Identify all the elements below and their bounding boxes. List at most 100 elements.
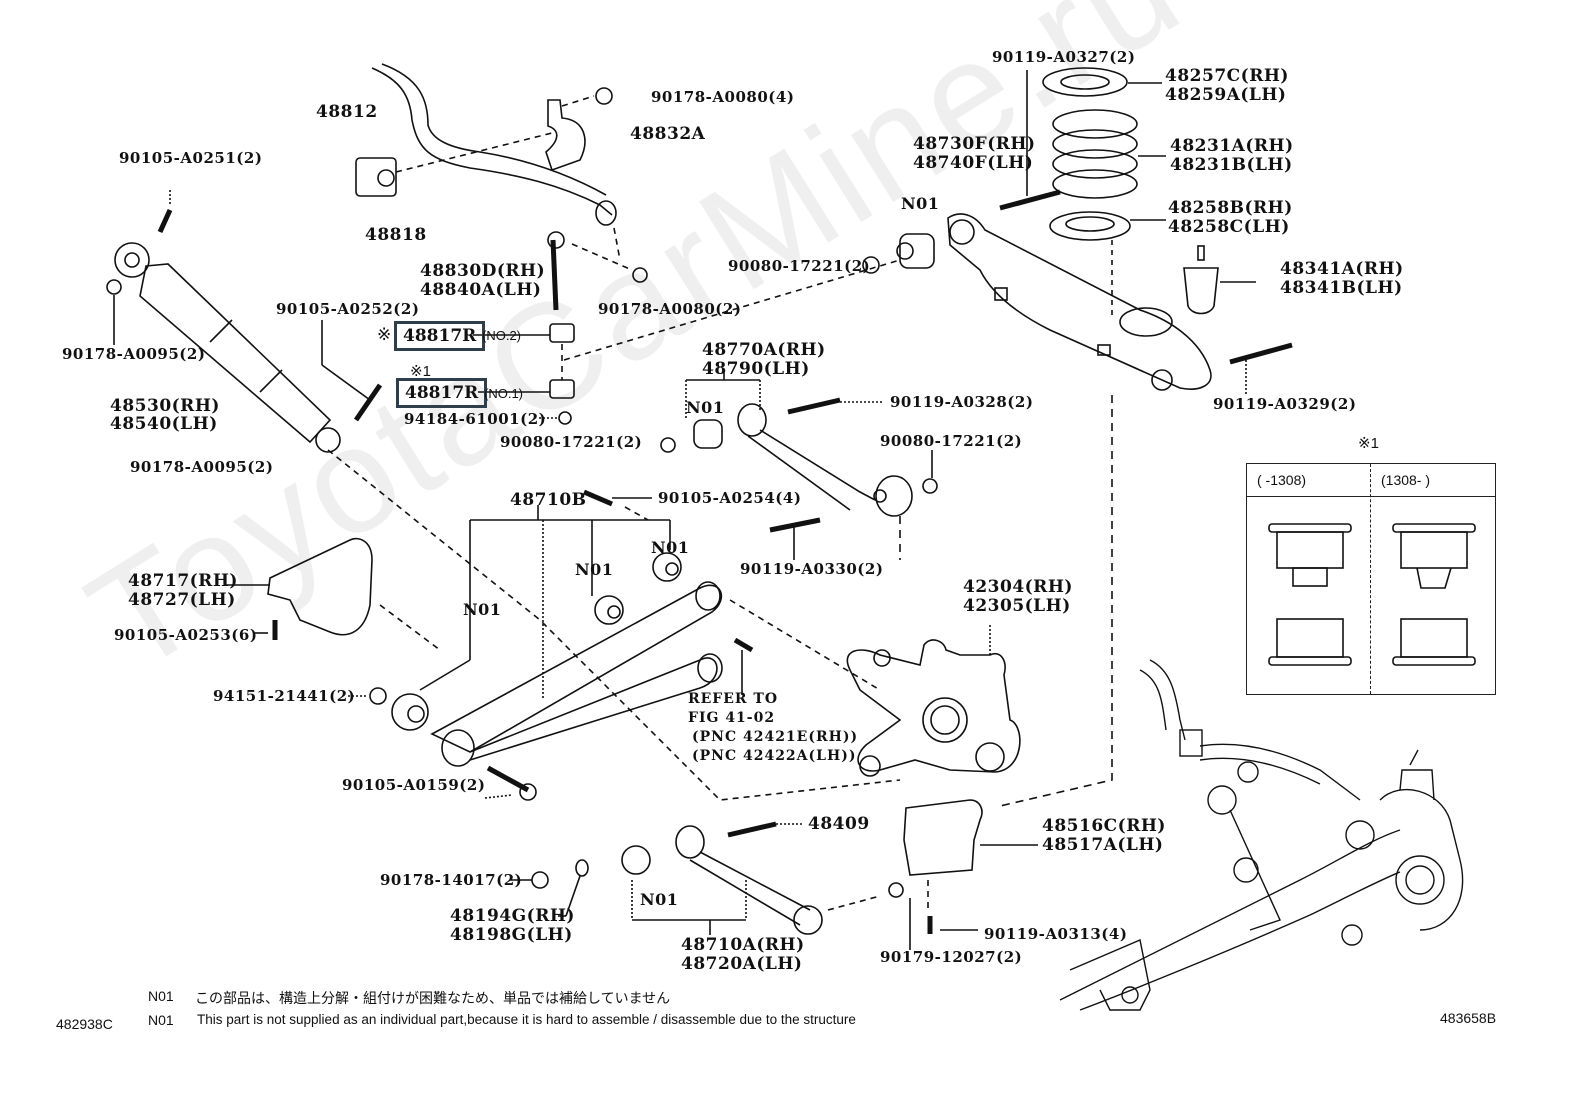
- variant-table: ( -1308) (1308- ): [1246, 463, 1496, 695]
- part-label-48194G[interactable]: 48194G(RH): [450, 906, 575, 926]
- bump-stopper: [1183, 245, 1219, 315]
- part-label-48770A[interactable]: 48770A(RH): [702, 340, 826, 360]
- part-label-90119-A0327[interactable]: 90119-A0327(2): [992, 48, 1136, 66]
- part-label-48257C[interactable]: 48257C(RH): [1165, 66, 1289, 86]
- part-label-42305[interactable]: 42305(LH): [963, 596, 1071, 616]
- part-label-90080-17221-a[interactable]: 90080-17221(2): [500, 433, 643, 451]
- bolt-icon: [353, 383, 383, 422]
- part-label-48817R-no2[interactable]: 48817R: [394, 321, 486, 351]
- part-label-90080-17221-d[interactable]: 90080-17221(2): [880, 432, 1023, 450]
- variant-column-after: (1308- ): [1381, 472, 1431, 488]
- part-label-90119-A0329[interactable]: 90119-A0329(2): [1213, 395, 1357, 413]
- part-label-90105-A0252[interactable]: 90105-A0252(2): [276, 300, 420, 318]
- part-label-90119-A0328[interactable]: 90119-A0328(2): [890, 393, 1034, 411]
- part-label-48409[interactable]: 48409: [808, 814, 870, 834]
- bushing-old-upper: [1268, 523, 1352, 587]
- figure-id-right: 483658B: [1440, 1010, 1497, 1026]
- part-label-90178-A0095-top[interactable]: 90178-A0095(2): [62, 345, 206, 363]
- part-label-42304[interactable]: 42304(RH): [963, 577, 1073, 597]
- n01-marker: N01: [901, 194, 940, 213]
- bolt-icon: [583, 489, 613, 507]
- part-label-48710B[interactable]: 48710B: [510, 490, 587, 510]
- part-label-90105-A0253[interactable]: 90105-A0253(6): [114, 626, 258, 644]
- part-label-48259A[interactable]: 48259A(LH): [1165, 85, 1287, 105]
- part-label-48740F[interactable]: 48740F(LH): [913, 153, 1034, 173]
- bolt-icon: [1229, 342, 1293, 365]
- lower-arm: [430, 581, 723, 767]
- bolt-icon: [727, 821, 777, 838]
- nut-icon: [558, 411, 572, 425]
- part-label-94151-21441[interactable]: 94151-21441(2): [213, 687, 356, 705]
- part-label-48830D[interactable]: 48830D(RH): [420, 261, 546, 281]
- part-label-48231B[interactable]: 48231B(LH): [1170, 155, 1293, 175]
- part-label-48530[interactable]: 48530(RH): [110, 396, 220, 416]
- n01-marker: N01: [575, 560, 614, 579]
- part-label-90105-A0159[interactable]: 90105-A0159(2): [342, 776, 486, 794]
- refer-note-line-3: (PNC 42421E(RH)): [692, 729, 859, 745]
- bushing-old-lower: [1268, 618, 1352, 666]
- part-label-48840A[interactable]: 48840A(LH): [420, 280, 542, 300]
- part-label-90080-17221-b[interactable]: 90080-17221(2): [728, 257, 871, 275]
- lower-link: [675, 825, 823, 935]
- bushing-no1: [549, 379, 575, 399]
- stabilizer-bar: [371, 67, 613, 216]
- part-label-48710A[interactable]: 48710A(RH): [681, 935, 805, 955]
- bushing-icon: [391, 693, 429, 731]
- part-label-90178-14017[interactable]: 90178-14017(2): [380, 871, 523, 889]
- part-label-48812[interactable]: 48812: [316, 102, 378, 122]
- bolt-icon: [999, 189, 1061, 211]
- part-label-48790[interactable]: 48790(LH): [702, 359, 810, 379]
- part-label-94184-61001[interactable]: 94184-61001(2): [404, 410, 547, 428]
- part-label-48717[interactable]: 48717(RH): [128, 571, 238, 591]
- refer-note-line-2[interactable]: FIG 41-02: [688, 710, 776, 726]
- nut-icon: [888, 882, 904, 898]
- nut-icon: [632, 267, 648, 283]
- footnote-text-ja: この部品は、構造上分解・組付けが困難なため、単品では補給していません: [195, 990, 671, 1006]
- nut-icon: [862, 256, 880, 274]
- assembled-view: [1059, 659, 1464, 1011]
- part-label-48517A[interactable]: 48517A(LH): [1042, 835, 1164, 855]
- knuckle: [846, 639, 1021, 777]
- part-label-48258C[interactable]: 48258C(LH): [1168, 217, 1290, 237]
- stabilizer-bar-end: [595, 200, 617, 226]
- bushing-icon: [652, 552, 682, 582]
- part-label-90119-A0330[interactable]: 90119-A0330(2): [740, 560, 884, 578]
- part-label-90178-A0095-bottom[interactable]: 90178-A0095(2): [130, 458, 274, 476]
- part-label-48231A[interactable]: 48231A(RH): [1170, 136, 1294, 156]
- bushing-icon: [621, 845, 651, 875]
- part-label-48720A[interactable]: 48720A(LH): [681, 954, 803, 974]
- note-mark-asterisk: ※: [377, 325, 392, 344]
- nut-icon: [595, 87, 613, 105]
- part-label-48818[interactable]: 48818: [365, 225, 427, 245]
- part-label-90178-A0080-4[interactable]: 90178-A0080(4): [651, 88, 795, 106]
- part-label-48817R-no1[interactable]: 48817R: [396, 378, 488, 408]
- part-label-48258B[interactable]: 48258B(RH): [1168, 198, 1293, 218]
- part-label-48730F[interactable]: 48730F(RH): [913, 134, 1036, 154]
- bolt-icon: [733, 637, 754, 653]
- part-label-48341A[interactable]: 48341A(RH): [1280, 259, 1404, 279]
- nut-icon: [531, 871, 549, 889]
- part-label-48727[interactable]: 48727(LH): [128, 590, 236, 610]
- stabilizer-bushing: [355, 157, 397, 197]
- note-mark-asterisk-1: ※1: [410, 363, 431, 380]
- part-label-90105-A0254[interactable]: 90105-A0254(4): [658, 489, 802, 507]
- part-label-90105-A0251[interactable]: 90105-A0251(2): [119, 149, 263, 167]
- coil-spring: [1052, 109, 1138, 199]
- part-label-90179-12027[interactable]: 90179-12027(2): [880, 948, 1023, 966]
- part-label-48516C[interactable]: 48516C(RH): [1042, 816, 1166, 836]
- part-label-90178-A0080-2[interactable]: 90178-A0080(2): [598, 300, 742, 318]
- footnote-code-ja: N01: [148, 988, 174, 1004]
- trailing-arm-upper: [947, 213, 1212, 391]
- refer-note-line-1: REFER TO: [688, 691, 779, 707]
- part-label-48832A[interactable]: 48832A: [630, 124, 706, 144]
- part-label-90119-A0313[interactable]: 90119-A0313(4): [984, 925, 1128, 943]
- part-label-48540[interactable]: 48540(LH): [110, 414, 218, 434]
- bushing-new-lower: [1392, 618, 1476, 666]
- lateral-link: [737, 403, 913, 517]
- part-label-48198G[interactable]: 48198G(LH): [450, 925, 573, 945]
- part-label-48341B[interactable]: 48341B(LH): [1280, 278, 1403, 298]
- spring-seat-upper: [1042, 67, 1128, 97]
- bushing-icon: [896, 233, 935, 269]
